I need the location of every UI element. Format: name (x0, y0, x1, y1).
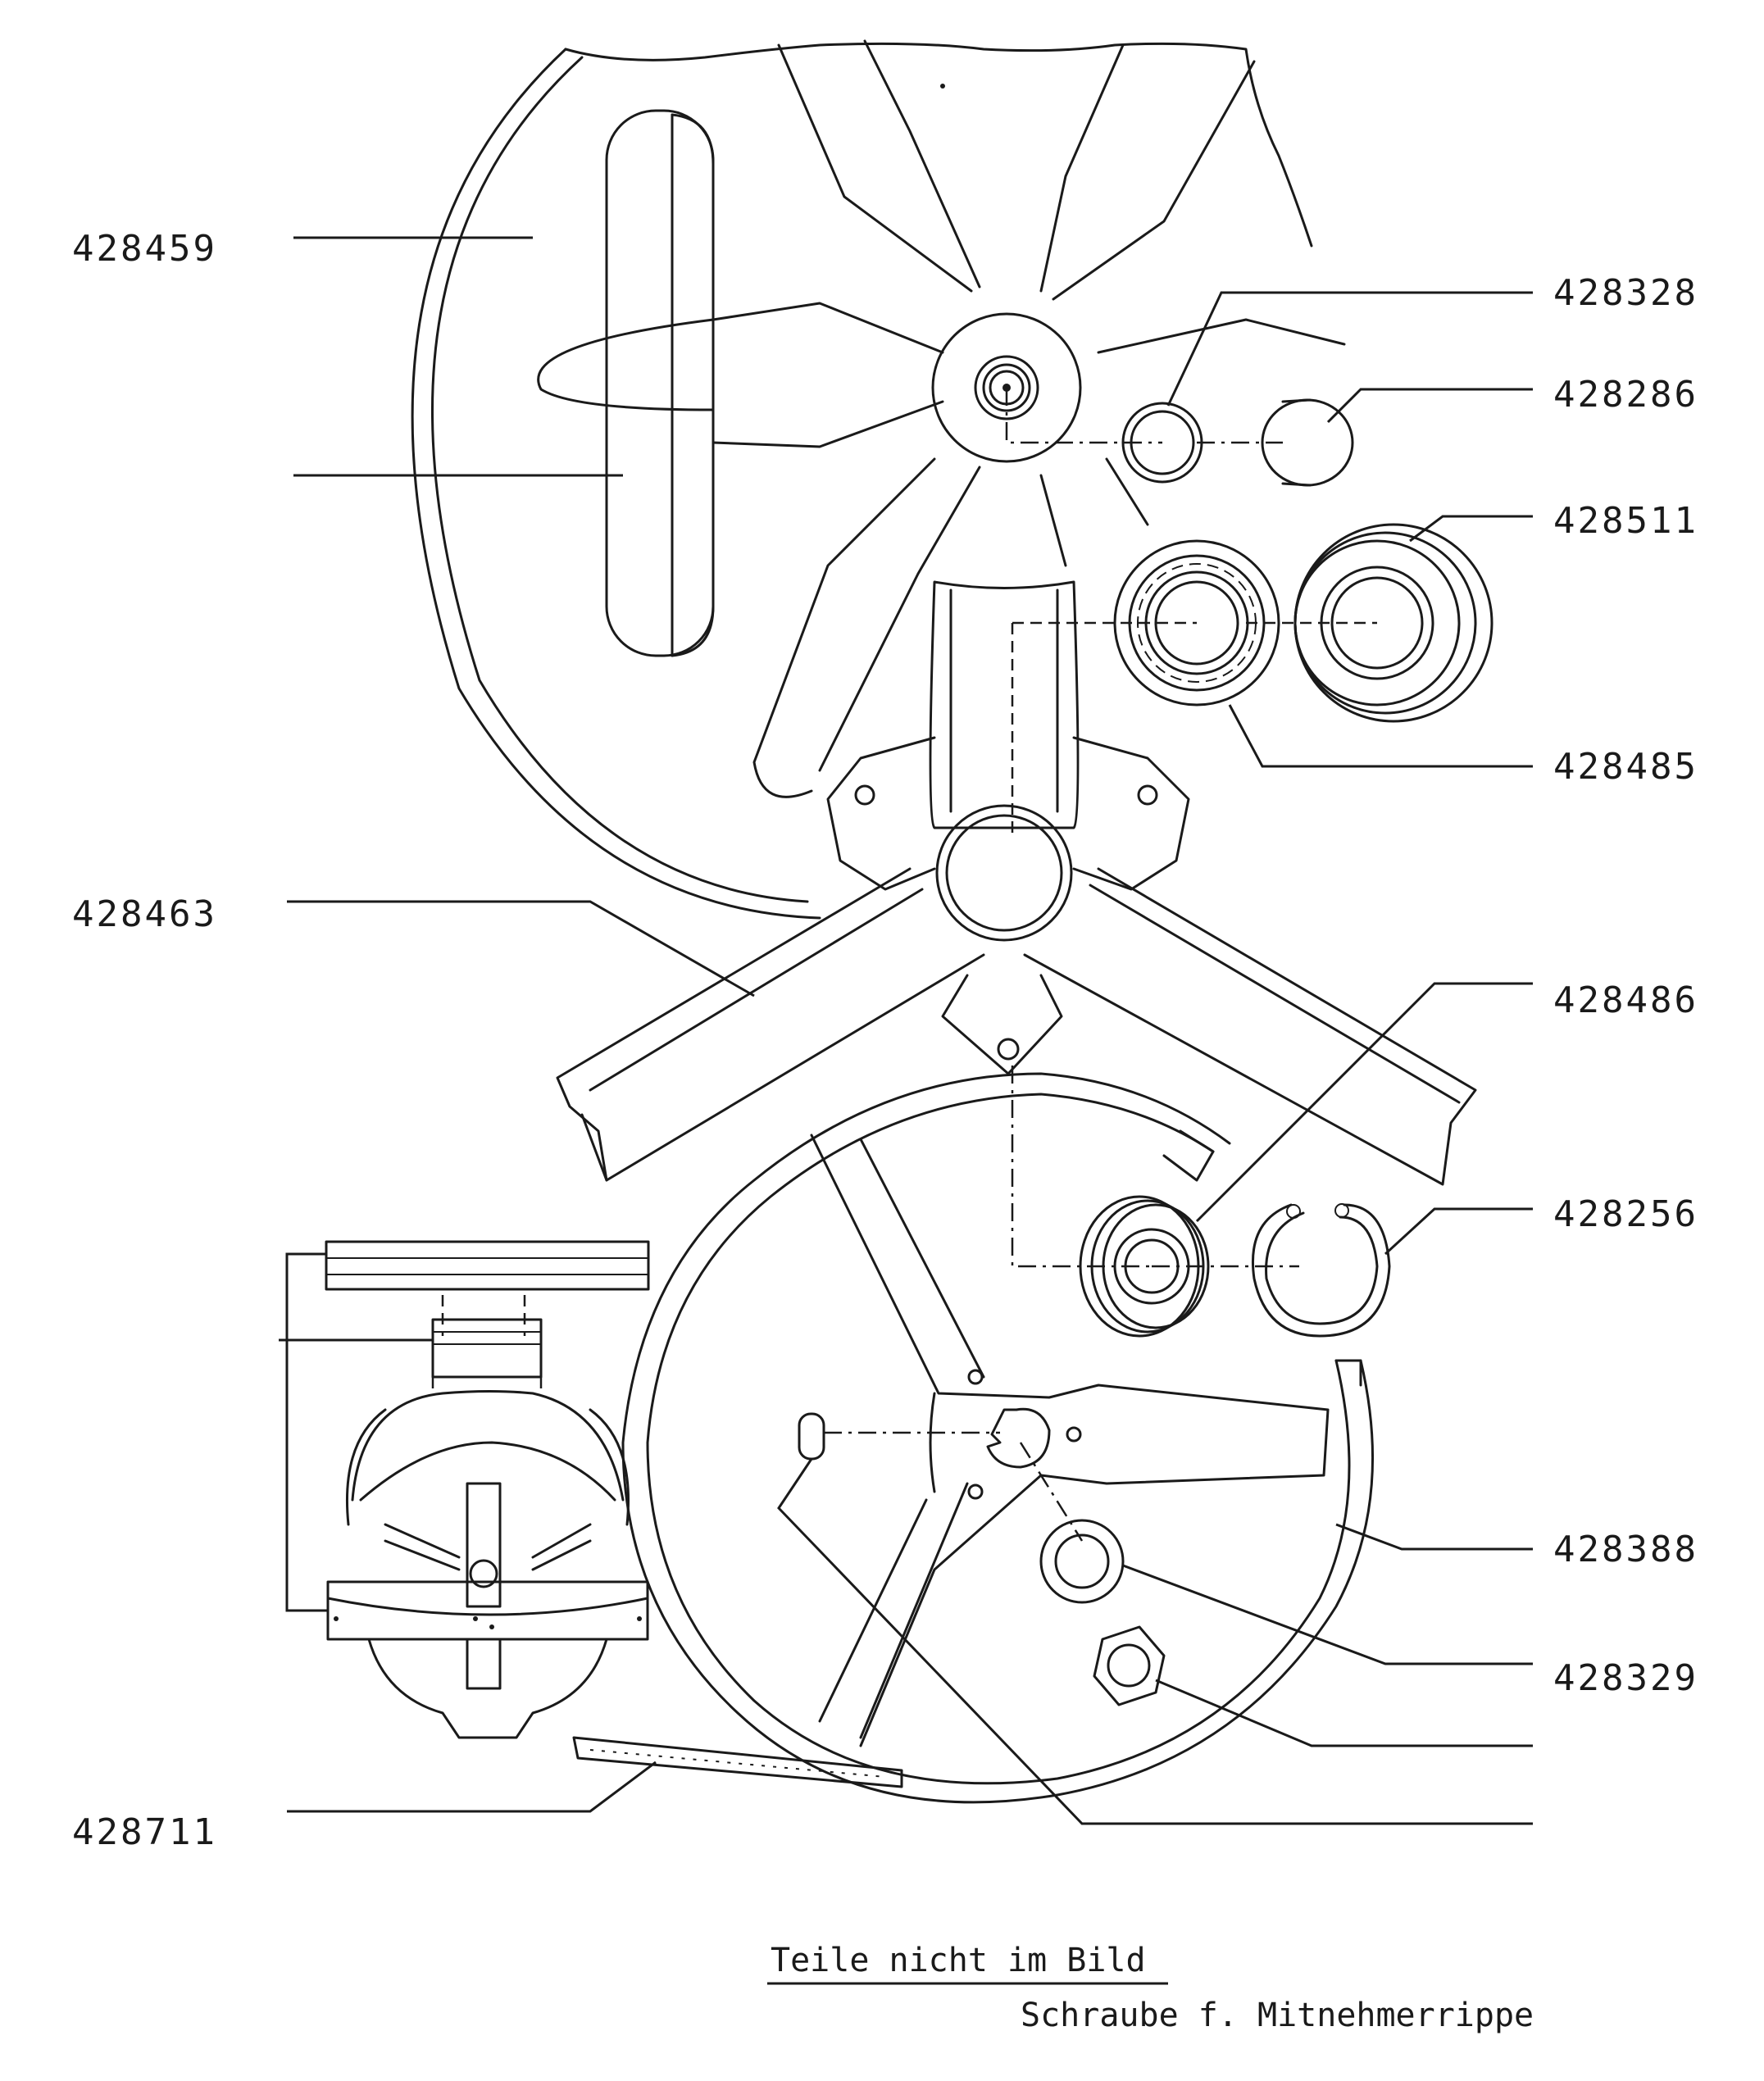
label-428511: 428511 (1553, 500, 1698, 542)
circlip-428256 (1252, 1203, 1391, 1338)
notes-item: Schraube f. Mitnehmerrippe (1021, 1997, 1534, 2034)
label-428328: 428328 (1553, 272, 1698, 314)
leader-lines (287, 236, 1533, 1825)
part-labels: 428459 428328 428286 428511 428485 42846… (72, 228, 1698, 1853)
notes-heading: Teile nicht im Bild (771, 1942, 1146, 1979)
drum-rear-panel (411, 39, 1346, 920)
drive-belt-428711 (572, 1736, 903, 1788)
drum-paddle-rib (605, 109, 715, 657)
label-428463: 428463 (72, 893, 217, 935)
driver-screw (798, 1412, 825, 1461)
label-428711: 428711 (72, 1811, 217, 1853)
shaft-sleeve-428286 (1261, 398, 1354, 487)
drum-spider-428463 (556, 580, 1477, 1186)
washer-428329 (1039, 1519, 1125, 1604)
shaft-seal-428511 (1293, 523, 1493, 723)
belt-pulley-428388 (621, 1072, 1374, 1804)
label-428388: 428388 (1553, 1529, 1698, 1570)
small-assembly-view (279, 1240, 650, 1739)
label-428486: 428486 (1553, 979, 1698, 1021)
label-428485: 428485 (1553, 746, 1698, 788)
label-428256: 428256 (1553, 1193, 1698, 1235)
label-428286: 428286 (1553, 374, 1698, 416)
hex-nut (1093, 1625, 1166, 1706)
label-428459: 428459 (72, 228, 217, 270)
notes: Teile nicht im Bild Schraube f. Mitnehme… (767, 1942, 1534, 2034)
label-428329: 428329 (1553, 1657, 1698, 1699)
